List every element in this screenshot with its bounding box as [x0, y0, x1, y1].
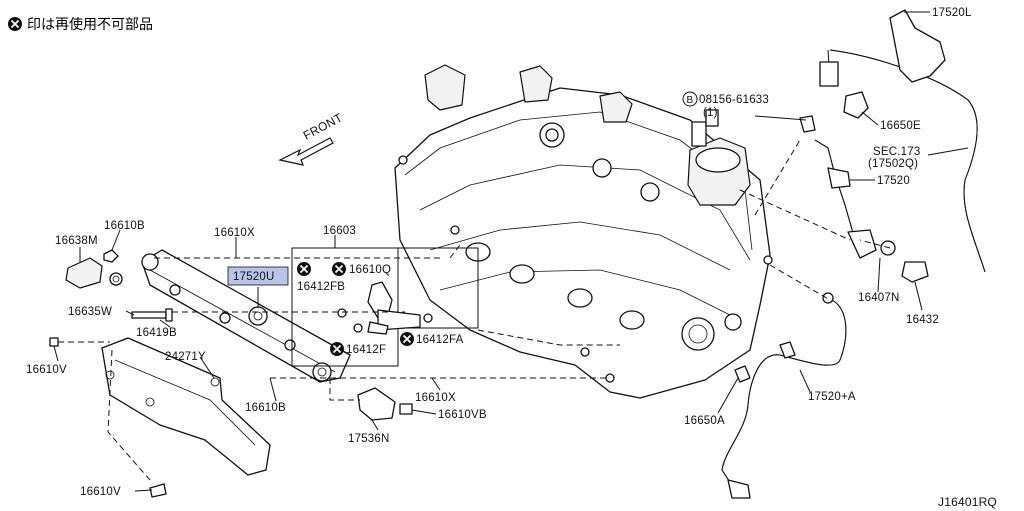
label-16650e: 16650E [880, 120, 921, 132]
label-16407n: 16407N [858, 292, 899, 304]
bolt-type-b-icon: B [682, 91, 698, 107]
label-16610q: 16610Q [349, 264, 391, 276]
non-reusable-mark-icon [400, 332, 414, 346]
fuel-hose-17520l [819, 9, 986, 273]
label-16412f: 16412F [346, 344, 386, 356]
label-16419b: 16419B [136, 327, 177, 339]
label-08156-61633: 08156-61633 [699, 94, 769, 106]
label-16610b-bottom: 16610B [245, 402, 286, 414]
label-16432: 16432 [906, 314, 939, 326]
label-17520l: 17520L [932, 7, 972, 19]
label-17520: 17520 [877, 175, 910, 187]
non-reusable-marks [297, 262, 414, 356]
label-sec173: SEC.173 [873, 146, 920, 158]
highlight-17520u [227, 266, 289, 286]
front-label: FRONT [301, 110, 345, 142]
label-16412fb: 16412FB [297, 281, 345, 293]
bolt-type-b-letter: B [687, 95, 694, 106]
label-16412fa: 16412FA [416, 334, 464, 346]
sensor-17536n [357, 387, 413, 421]
cylinder-head [394, 64, 773, 399]
legend-text: 印は再使用不可部品 [27, 16, 153, 33]
fuel-rail [141, 249, 351, 383]
label-16610vb: 16610VB [438, 409, 487, 421]
label-16610b-top: 16610B [104, 220, 145, 232]
fuel-hose-17520 [799, 115, 929, 283]
label-17520u: 17520U [233, 271, 274, 283]
label-16650a: 16650A [684, 415, 725, 427]
label-16635w: 16635W [68, 306, 112, 318]
bracket [101, 337, 271, 498]
diagram-id: J16401RQ [938, 495, 997, 509]
label-16638m: 16638M [55, 235, 98, 247]
injector-group [291, 247, 479, 367]
label-16610v-bottom: 16610V [80, 486, 121, 498]
label-17536n: 17536N [348, 433, 389, 445]
label-16610x-bottom: 16610X [415, 392, 456, 404]
non-reusable-mark-icon [330, 342, 344, 356]
label-17502q: (17502Q) [868, 158, 918, 170]
non-reusable-mark-icon [297, 262, 311, 276]
label-24271y: 24271Y [165, 351, 206, 363]
non-reusable-mark-icon [332, 262, 346, 276]
fuel-hose-17520a [721, 292, 847, 499]
label-16603: 16603 [323, 225, 356, 237]
leader-lines [53, 11, 969, 492]
label-17520a: 17520+A [808, 391, 856, 403]
label-08156-qty: (1) [703, 107, 718, 119]
assembly-lines [58, 139, 891, 481]
front-arrow: FRONT [278, 110, 345, 166]
label-16610x-top: 16610X [214, 227, 255, 239]
pressure-sensor [49, 249, 173, 347]
legend: 印は再使用不可部品 [8, 16, 153, 33]
part-labels: 17520L 08156-61633 (1) 16650E SEC.173 (1… [26, 7, 972, 498]
label-16610v-left: 16610V [26, 364, 67, 376]
